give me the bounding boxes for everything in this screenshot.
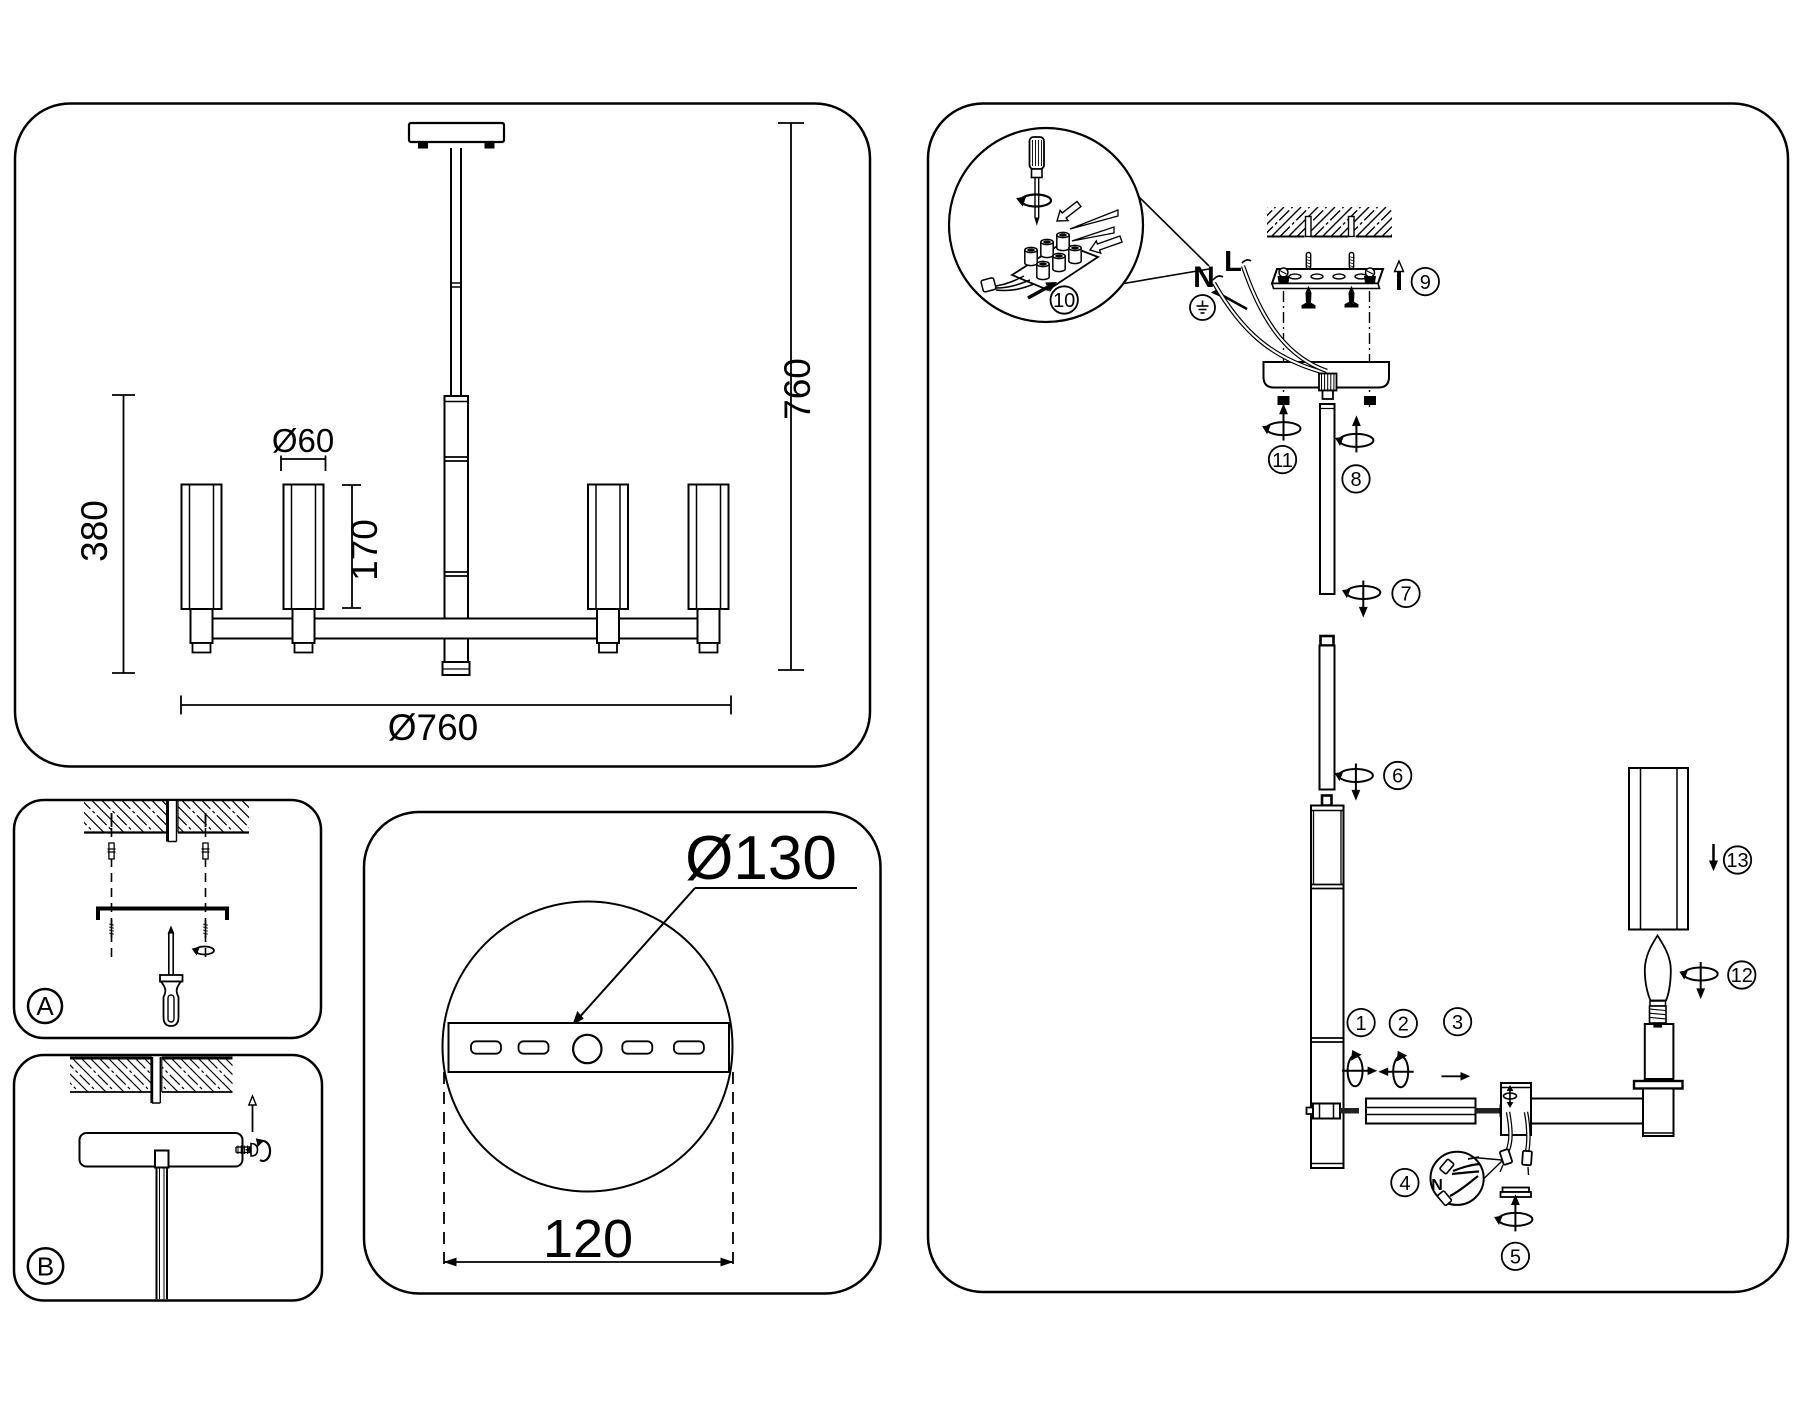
svg-text:170: 170	[344, 519, 385, 581]
svg-text:8: 8	[1350, 469, 1361, 491]
svg-text:N: N	[1193, 261, 1215, 294]
svg-text:2: 2	[1398, 1014, 1409, 1036]
svg-text:380: 380	[74, 500, 115, 562]
svg-text:13: 13	[1726, 850, 1748, 872]
svg-text:760: 760	[777, 358, 818, 420]
svg-text:3: 3	[1452, 1012, 1463, 1034]
svg-text:12: 12	[1731, 965, 1753, 987]
svg-text:9: 9	[1420, 272, 1431, 294]
svg-text:N: N	[1431, 1177, 1443, 1194]
svg-text:Ø760: Ø760	[388, 707, 479, 748]
svg-text:4: 4	[1399, 1173, 1410, 1195]
svg-text:6: 6	[1392, 766, 1403, 788]
svg-text:A: A	[36, 991, 54, 1021]
svg-text:L: L	[1224, 246, 1242, 278]
svg-text:1: 1	[1356, 1013, 1367, 1035]
svg-text:Ø60: Ø60	[272, 422, 334, 459]
svg-text:7: 7	[1400, 584, 1411, 606]
svg-text:10: 10	[1053, 290, 1075, 312]
svg-text:120: 120	[543, 1209, 633, 1269]
svg-text:5: 5	[1510, 1247, 1521, 1269]
svg-text:B: B	[37, 1252, 54, 1282]
svg-text:Ø130: Ø130	[685, 824, 837, 893]
svg-text:11: 11	[1272, 450, 1293, 472]
